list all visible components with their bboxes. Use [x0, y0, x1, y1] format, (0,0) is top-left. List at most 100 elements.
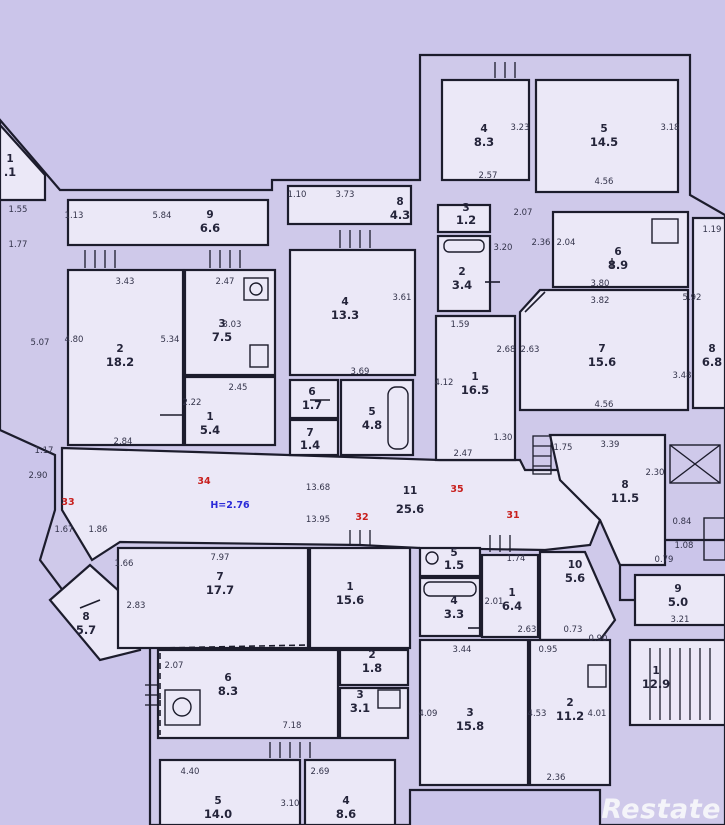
room-1c: [434, 314, 517, 462]
room-1b: [480, 553, 540, 639]
room-area: 15.6: [336, 593, 364, 607]
room-area: 17.7: [206, 583, 234, 597]
room-number: 3: [462, 202, 469, 214]
marker-label: 32: [355, 512, 368, 523]
room-number: 8: [396, 196, 403, 208]
room-number: 5: [214, 795, 221, 807]
restate-watermark: Restate: [601, 794, 721, 825]
elevator-cross-2: [669, 444, 721, 484]
room-7b: [518, 288, 690, 412]
dimension: 5.34: [161, 335, 180, 345]
burner-icon: [249, 282, 263, 296]
dimension: 3.61: [393, 293, 412, 303]
marker-label: 34: [197, 476, 211, 487]
room-7: [116, 546, 310, 650]
room-area: 1.2: [456, 213, 476, 227]
dimension: 1.74: [507, 554, 526, 564]
dimension: 7.97: [211, 553, 230, 563]
room-area: 5.4: [200, 423, 220, 437]
marker-label: 35: [450, 484, 463, 495]
room-5b-bottom: [158, 758, 302, 825]
room-area: 5.0: [668, 595, 688, 609]
room-4b-bottom: [303, 758, 397, 825]
room-number: 2: [566, 697, 573, 709]
room-4c: [418, 576, 482, 638]
dimension: 3.10: [281, 799, 300, 809]
dimension: 2.63: [521, 345, 540, 355]
dimension: 5.92: [683, 293, 702, 303]
room-number: 2: [458, 266, 465, 278]
dimension: 2.45: [229, 383, 248, 393]
room-number: 2: [116, 343, 123, 355]
room-number: 1: [346, 581, 353, 593]
room-number: 3: [218, 318, 225, 330]
room-5b: [534, 78, 680, 194]
dimension: 3.23: [511, 123, 530, 133]
room-area: 11.5: [611, 491, 639, 505]
dimension: 2.30: [646, 468, 665, 478]
room-3c: [418, 638, 530, 787]
room-2b: [436, 234, 492, 313]
dimension: 0.79: [655, 555, 674, 565]
room-1-stair: [628, 638, 725, 727]
dimension: 4.80: [65, 335, 84, 345]
room-number: 6: [614, 246, 621, 258]
room-number: 7: [306, 427, 313, 439]
room-number: 7: [598, 343, 605, 355]
dimension: 5.07: [31, 338, 50, 348]
dimension: 1.08: [675, 541, 694, 551]
room-number: 8: [621, 479, 628, 491]
dimension: 2.57: [479, 171, 498, 181]
room-4b: [440, 78, 531, 182]
dimension: 3.03: [223, 320, 242, 330]
room-left-1: [0, 123, 47, 202]
room-number: 1: [6, 153, 13, 165]
stairs-bottom: [145, 530, 511, 758]
room-8-top: [286, 184, 413, 226]
sink-icon-2: [587, 664, 607, 688]
dimension: 1.55: [9, 205, 28, 215]
room-area: 8.6: [336, 807, 356, 821]
room-number: 4: [341, 296, 348, 308]
room-number: 2: [368, 649, 375, 661]
dimension: 0.73: [564, 625, 583, 635]
room-area: 4.3: [390, 208, 410, 222]
dimension: 1.59: [451, 320, 470, 330]
dimension: 2.07: [165, 661, 184, 671]
room-area: 6.8: [702, 355, 722, 369]
room-8c: [548, 433, 667, 567]
dimension: 3.44: [453, 645, 472, 655]
room-area: 16.5: [461, 383, 489, 397]
dimension: 2.83: [127, 601, 146, 611]
room-area: 3.3: [444, 607, 464, 621]
room-number: 7: [216, 571, 223, 583]
room-number: 1: [471, 371, 478, 383]
room-area: 14.5: [590, 135, 618, 149]
dimension: 3.39: [601, 440, 620, 450]
room-number: 5: [368, 406, 375, 418]
room-area: 8.3: [474, 135, 494, 149]
marker-label: 31: [506, 510, 519, 521]
dimension: 2.22: [183, 398, 202, 408]
room-area: 18.2: [106, 355, 134, 369]
dimension: 4.53: [528, 709, 547, 719]
room-2-small: [338, 648, 410, 687]
room-area: 1.4: [300, 438, 320, 452]
room-area: 7.5: [212, 330, 232, 344]
room-area: 14.0: [204, 807, 232, 821]
corridor: [60, 446, 602, 562]
stove-icon-2: [651, 218, 679, 244]
room-number: 1: [508, 587, 515, 599]
dimension: 2.90: [29, 471, 48, 481]
stove-icon-3: [164, 689, 201, 726]
room-3b: [436, 203, 492, 234]
stairs-top: [84, 62, 613, 268]
room-9: [66, 198, 270, 247]
dimension: 1.67: [55, 525, 74, 535]
dimension: 2.01: [485, 597, 504, 607]
room-area: 1.5: [444, 558, 464, 572]
room-number: 9: [674, 583, 681, 595]
bathtub-icon: [387, 386, 409, 450]
room-area: 15.8: [456, 719, 484, 733]
